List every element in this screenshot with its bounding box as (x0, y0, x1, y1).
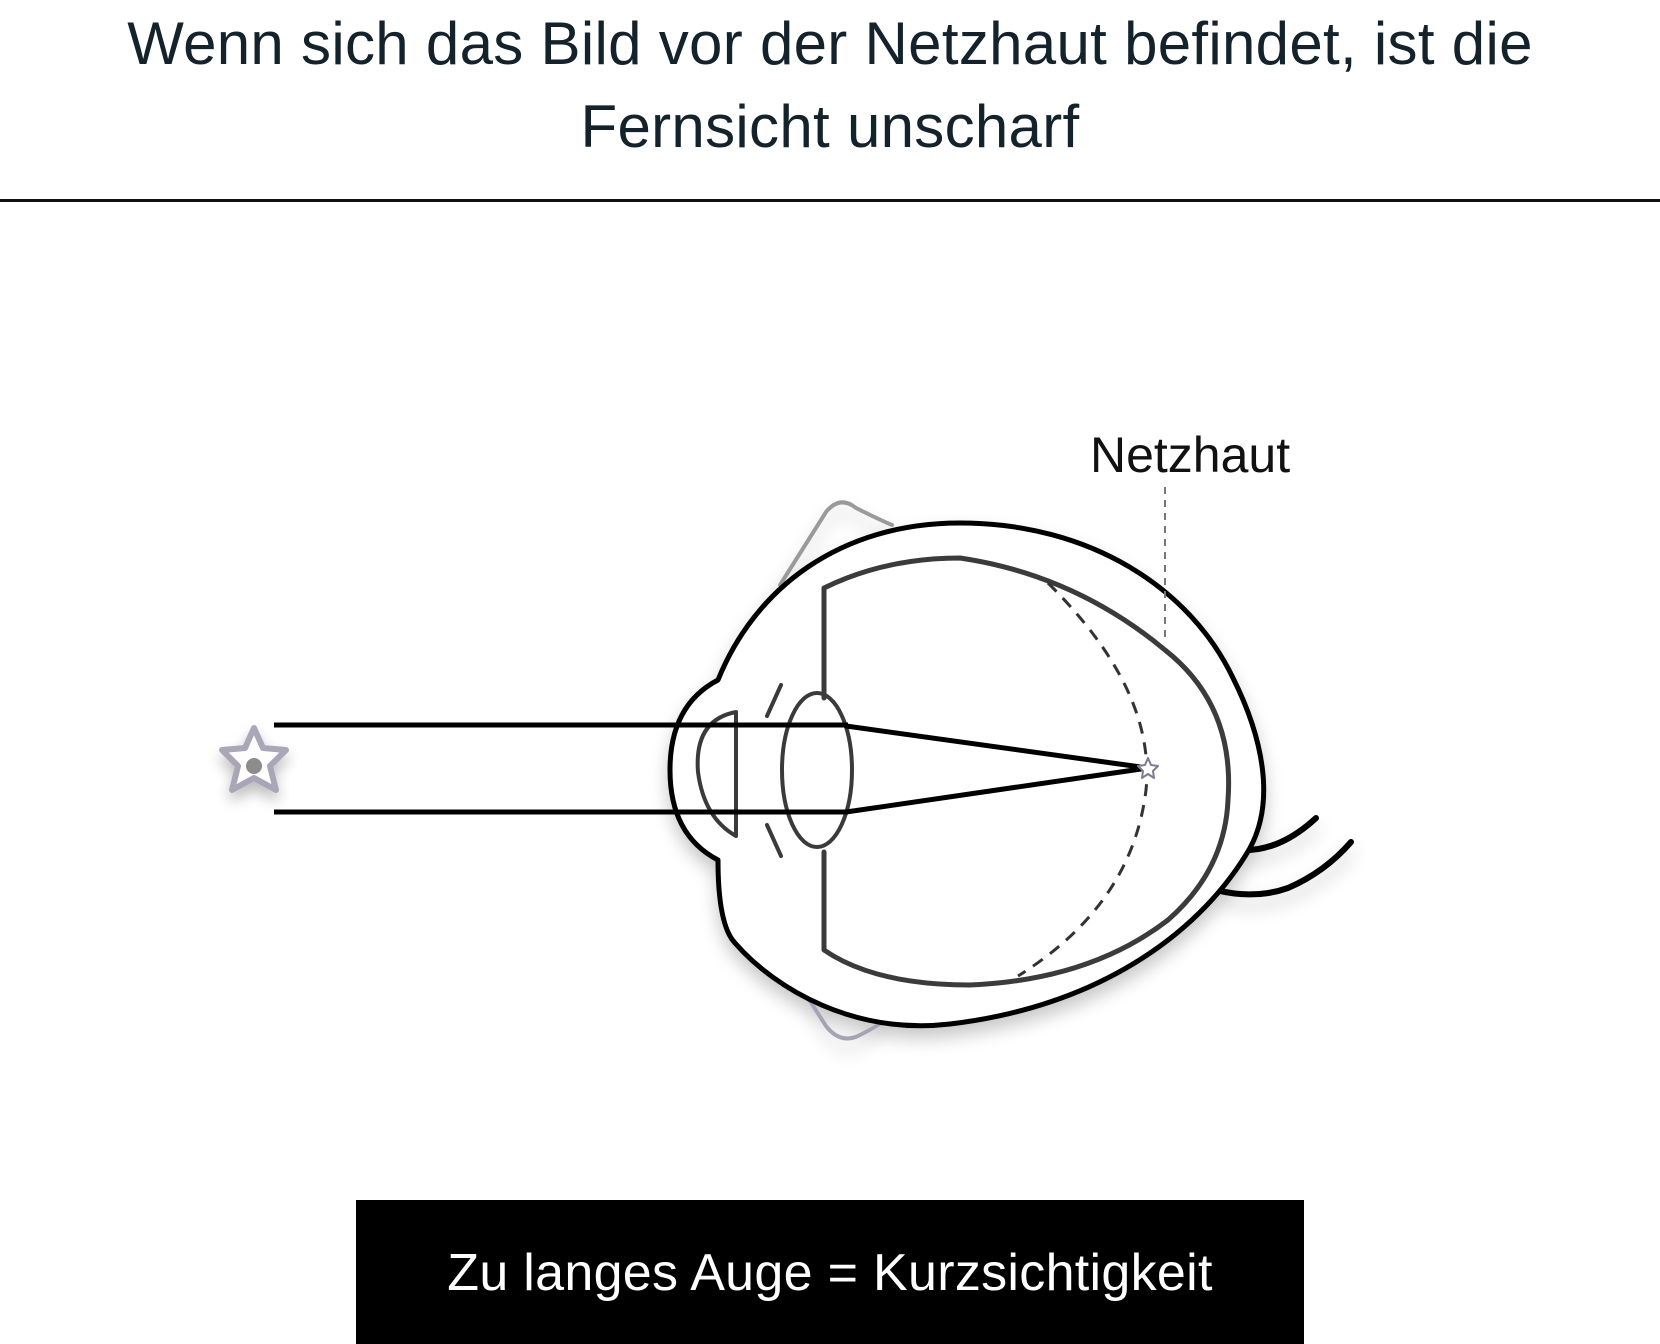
iris-upper (765, 683, 783, 718)
retina-label: Netzhaut (1090, 427, 1291, 483)
object-star-icon (219, 725, 289, 793)
upper-eyelid (778, 500, 894, 587)
refracted-ray-bottom (843, 765, 1151, 815)
object-star-center (246, 758, 262, 774)
caption-text: Zu langes Auge = Kurzsichtigkeit (447, 1244, 1213, 1302)
cornea (695, 710, 738, 838)
refracted-ray-top (843, 723, 1151, 771)
iris-lower (765, 823, 783, 858)
header-divider (0, 199, 1660, 202)
image-plane-arc (1017, 581, 1149, 978)
inner-eye-wall (821, 555, 1232, 988)
caption-banner: Zu langes Auge = Kurzsichtigkeit (356, 1200, 1304, 1344)
page-title: Wenn sich das Bild vor der Netzhaut befi… (127, 10, 1533, 160)
eyeball-outline (667, 520, 1267, 1029)
lens (780, 691, 854, 849)
focal-point-star-icon (1137, 757, 1159, 779)
